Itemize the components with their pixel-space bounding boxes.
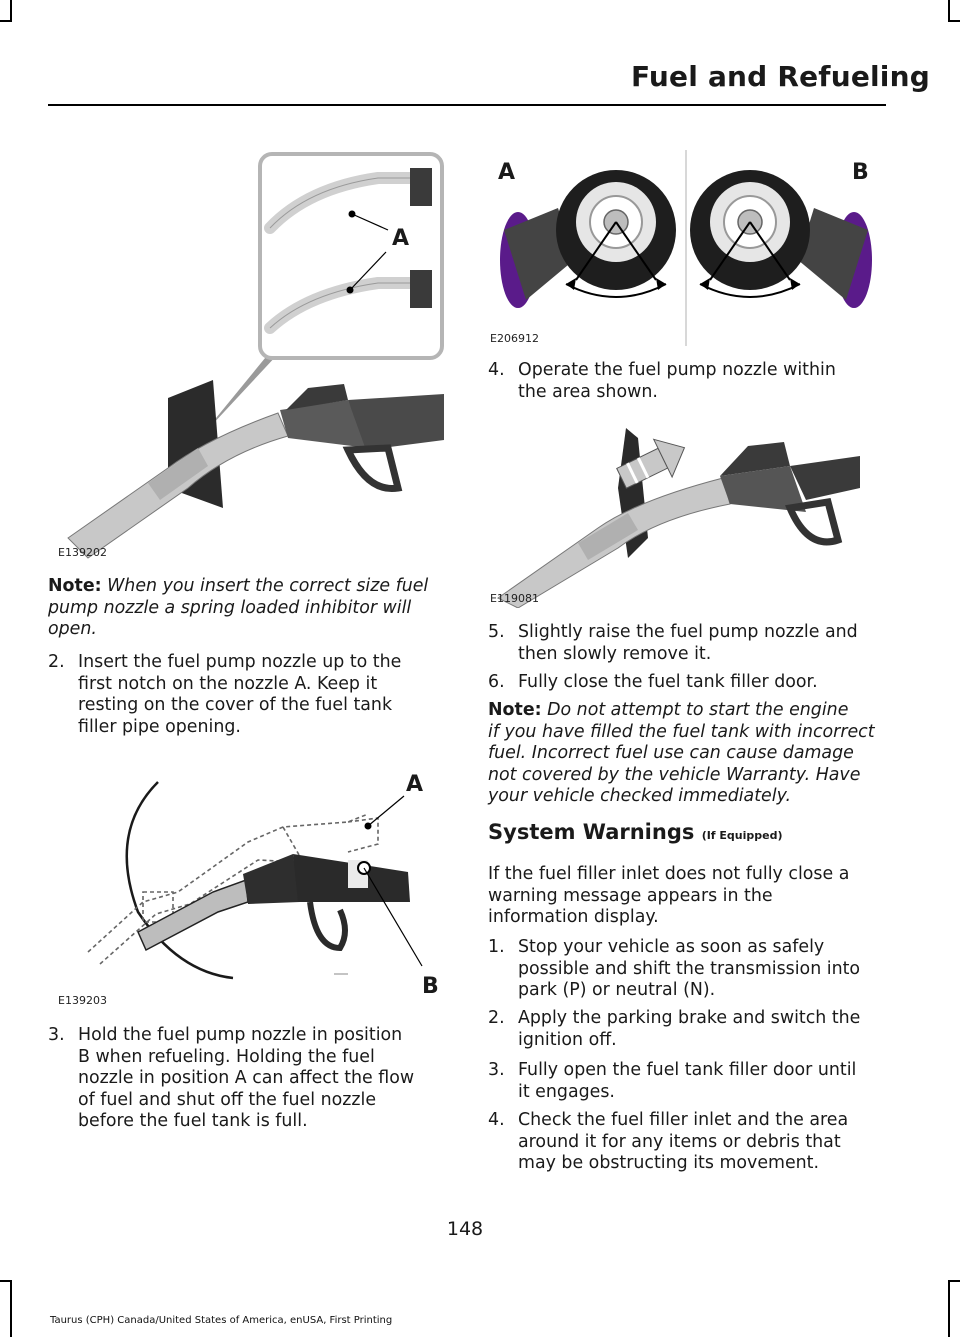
crop-mark bbox=[948, 1280, 960, 1282]
page-title: Fuel and Refueling bbox=[630, 60, 930, 93]
list-item: 4. Operate the fuel pump nozzle within t… bbox=[488, 360, 836, 402]
figure-label-a: A bbox=[498, 160, 516, 185]
page-number: 148 bbox=[446, 1218, 484, 1240]
list-item: 2. Apply the parking brake and switch th… bbox=[488, 1008, 861, 1050]
list-item: 6. Fully close the fuel tank filler door… bbox=[488, 672, 818, 692]
list-item: 4. Check the fuel filler inlet and the a… bbox=[488, 1110, 849, 1173]
list-item: 3. Hold the fuel pump nozzle in position… bbox=[48, 1025, 415, 1131]
intro-paragraph: If the fuel filler inlet does not fully … bbox=[488, 864, 850, 927]
callout-label-b: B bbox=[422, 974, 439, 999]
figure-nozzle-positions: A B E139203 bbox=[48, 752, 444, 1010]
figure-code: E139203 bbox=[58, 994, 107, 1007]
figure-label-b: B bbox=[852, 160, 869, 185]
crop-mark bbox=[10, 0, 12, 20]
figure-nozzle-raise: E119081 bbox=[488, 418, 884, 608]
list-item: 1. Stop your vehicle as soon as safely p… bbox=[488, 937, 861, 1000]
note-paragraph: Note: When you insert the correct size f… bbox=[48, 576, 429, 639]
section-heading: System Warnings (If Equipped) bbox=[488, 820, 783, 844]
note-label: Note: bbox=[488, 700, 542, 720]
callout-label-a: A bbox=[406, 772, 424, 797]
footer-text: Taurus (CPH) Canada/United States of Ame… bbox=[50, 1315, 393, 1326]
crop-mark bbox=[948, 1280, 950, 1337]
header-rule bbox=[48, 104, 886, 106]
figure-filler-rotation: A B E206912 bbox=[488, 150, 884, 346]
figure-code: E206912 bbox=[490, 332, 539, 345]
figure-code: E139202 bbox=[58, 546, 107, 559]
list-item: 3. Fully open the fuel tank filler door … bbox=[488, 1060, 857, 1102]
list-item: 5. Slightly raise the fuel pump nozzle a… bbox=[488, 622, 858, 664]
list-item: 2. Insert the fuel pump nozzle up to the… bbox=[48, 652, 402, 737]
crop-mark bbox=[948, 20, 960, 22]
figure-nozzle-inset: A E139202 bbox=[48, 148, 444, 562]
crop-mark bbox=[948, 0, 950, 20]
crop-mark bbox=[10, 1280, 12, 1337]
figure-code: E119081 bbox=[490, 592, 539, 605]
crop-mark bbox=[0, 1280, 12, 1282]
callout-label-a: A bbox=[392, 226, 410, 251]
note-paragraph: Note: Do not attempt to start the engine… bbox=[488, 700, 875, 806]
note-label: Note: bbox=[48, 576, 102, 596]
crop-mark bbox=[0, 20, 12, 22]
